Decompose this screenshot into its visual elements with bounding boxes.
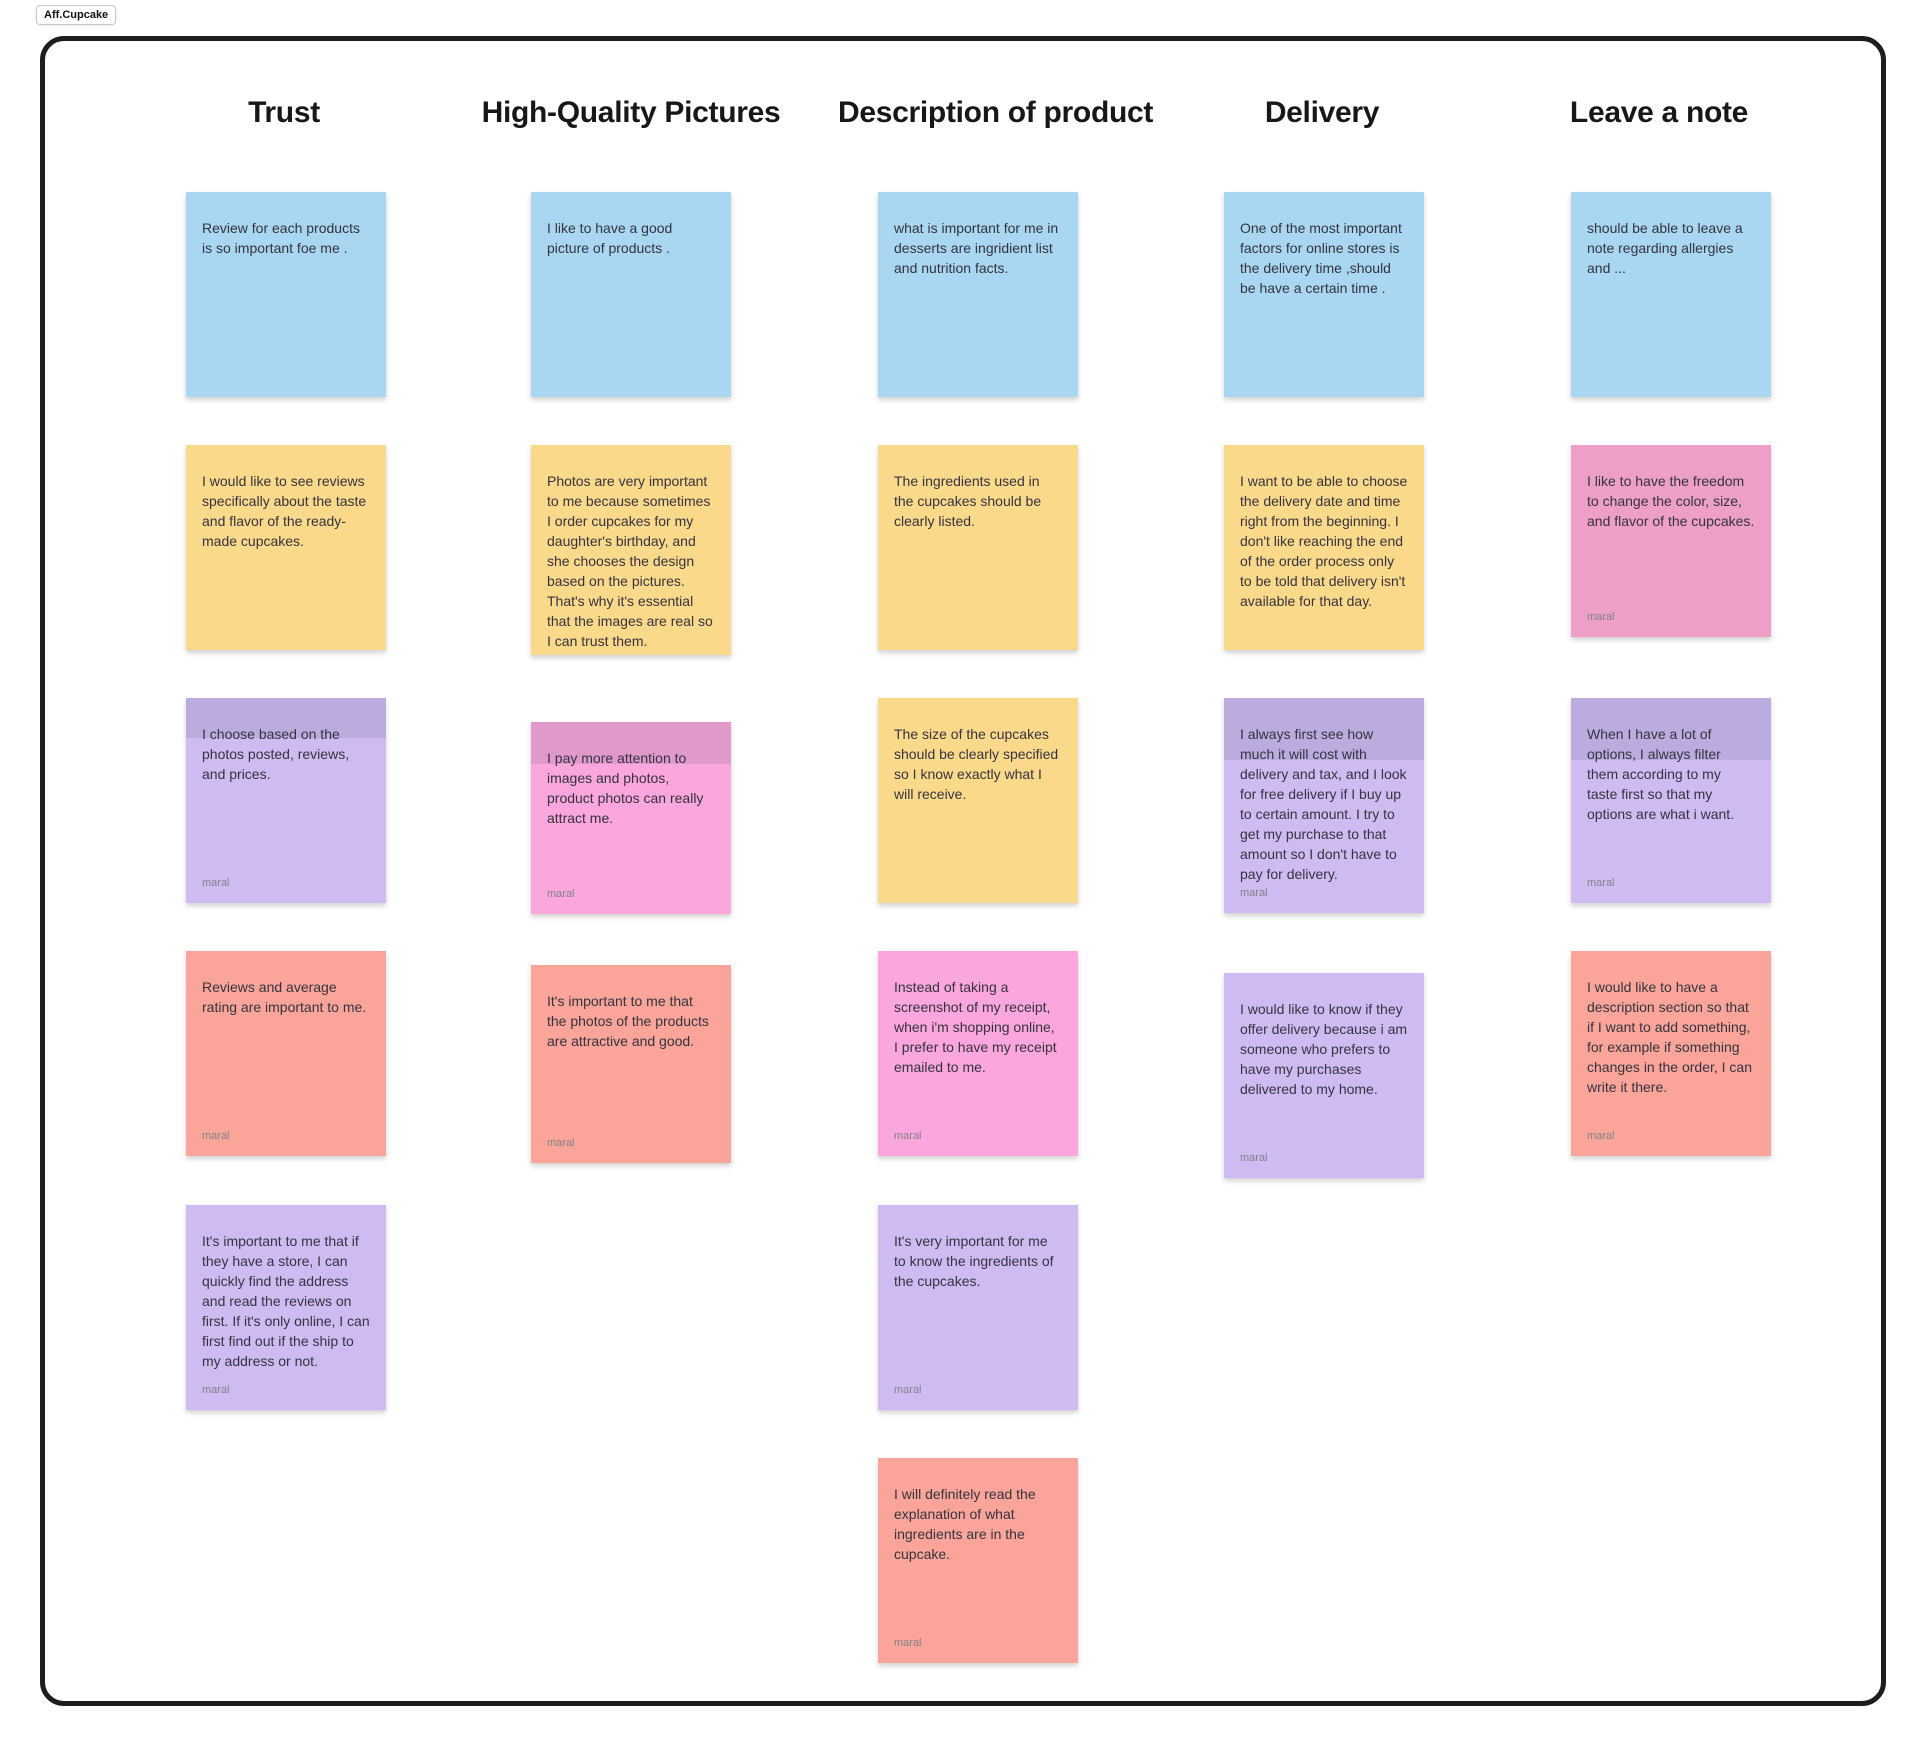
- note-author: maral: [1587, 611, 1615, 623]
- note-text: I would like to see reviews specifically…: [202, 473, 367, 549]
- sticky-note[interactable]: I would like to know if they offer deliv…: [1224, 973, 1424, 1178]
- sticky-note[interactable]: I choose based on the photos posted, rev…: [186, 698, 386, 903]
- sticky-note[interactable]: I would like to see reviews specifically…: [186, 445, 386, 650]
- sticky-note[interactable]: When I have a lot of options, I always f…: [1571, 698, 1771, 903]
- note-color-band: [531, 722, 731, 764]
- note-text: I would like to have a description secti…: [1587, 979, 1752, 1095]
- sticky-note[interactable]: what is important for me in desserts are…: [878, 192, 1078, 397]
- note-text: I choose based on the photos posted, rev…: [202, 726, 350, 782]
- sticky-note[interactable]: I want to be able to choose the delivery…: [1224, 445, 1424, 650]
- sticky-note[interactable]: Instead of taking a screenshot of my rec…: [878, 951, 1078, 1156]
- sticky-note[interactable]: It's important to me that the photos of …: [531, 965, 731, 1163]
- note-author: maral: [894, 1384, 922, 1396]
- note-author: maral: [1240, 1152, 1268, 1164]
- note-color-band: [1571, 698, 1771, 760]
- note-author: maral: [1240, 887, 1268, 899]
- sticky-note[interactable]: I will definitely read the explanation o…: [878, 1458, 1078, 1663]
- note-text: I will definitely read the explanation o…: [894, 1486, 1036, 1562]
- note-color-band: [186, 698, 386, 738]
- note-text: Photos are very important to me because …: [547, 473, 713, 649]
- sticky-note[interactable]: It's important to me that if they have a…: [186, 1205, 386, 1410]
- note-text: The ingredients used in the cupcakes sho…: [894, 473, 1042, 529]
- note-text: It's important to me that if they have a…: [202, 1233, 370, 1369]
- note-author: maral: [894, 1130, 922, 1142]
- column-header-description-of-product[interactable]: Description of product: [838, 96, 1154, 129]
- column-header-leave-a-note[interactable]: Leave a note: [1569, 96, 1749, 129]
- note-text: The size of the cupcakes should be clear…: [894, 726, 1059, 802]
- note-author: maral: [547, 1137, 575, 1149]
- note-author: maral: [547, 888, 575, 900]
- note-author: maral: [894, 1637, 922, 1649]
- note-text: Instead of taking a screenshot of my rec…: [894, 979, 1057, 1075]
- column-header-delivery[interactable]: Delivery: [1264, 96, 1380, 129]
- note-text: It's important to me that the photos of …: [547, 993, 709, 1049]
- note-author: maral: [202, 1130, 230, 1142]
- column-header-trust[interactable]: Trust: [248, 96, 320, 129]
- note-text: I pay more attention to images and photo…: [547, 750, 704, 826]
- sticky-note[interactable]: Photos are very important to me because …: [531, 445, 731, 655]
- note-text: Review for each products is so important…: [202, 220, 360, 256]
- sticky-note[interactable]: I pay more attention to images and photo…: [531, 722, 731, 914]
- sticky-note[interactable]: I like to have a good picture of product…: [531, 192, 731, 397]
- note-author: maral: [202, 877, 230, 889]
- sticky-note[interactable]: I always first see how much it will cost…: [1224, 698, 1424, 913]
- note-text: I always first see how much it will cost…: [1240, 726, 1407, 882]
- note-author: maral: [202, 1384, 230, 1396]
- note-color-band: [1224, 698, 1424, 760]
- sticky-note[interactable]: The size of the cupcakes should be clear…: [878, 698, 1078, 903]
- note-text: should be able to leave a note regarding…: [1587, 220, 1743, 276]
- sticky-note[interactable]: I would like to have a description secti…: [1571, 951, 1771, 1156]
- note-author: maral: [1587, 877, 1615, 889]
- note-text: One of the most important factors for on…: [1240, 220, 1402, 296]
- sticky-note[interactable]: I like to have the freedom to change the…: [1571, 445, 1771, 637]
- note-text: Reviews and average rating are important…: [202, 979, 367, 1015]
- sticky-note[interactable]: The ingredients used in the cupcakes sho…: [878, 445, 1078, 650]
- note-text: I would like to know if they offer deliv…: [1240, 1001, 1408, 1097]
- file-tab[interactable]: Aff.Cupcake: [36, 5, 117, 25]
- sticky-note[interactable]: It's very important for me to know the i…: [878, 1205, 1078, 1410]
- sticky-note[interactable]: One of the most important factors for on…: [1224, 192, 1424, 397]
- note-text: I want to be able to choose the delivery…: [1240, 473, 1408, 609]
- note-text: I like to have the freedom to change the…: [1587, 473, 1755, 529]
- note-text: I like to have a good picture of product…: [547, 220, 673, 256]
- sticky-note[interactable]: should be able to leave a note regarding…: [1571, 192, 1771, 397]
- column-header-high-quality-pictures[interactable]: High-Quality Pictures: [481, 96, 781, 129]
- note-text: When I have a lot of options, I always f…: [1587, 726, 1735, 822]
- note-author: maral: [1587, 1130, 1615, 1142]
- sticky-note[interactable]: Review for each products is so important…: [186, 192, 386, 397]
- note-text: It's very important for me to know the i…: [894, 1233, 1054, 1289]
- sticky-note[interactable]: Reviews and average rating are important…: [186, 951, 386, 1156]
- note-text: what is important for me in desserts are…: [894, 220, 1059, 276]
